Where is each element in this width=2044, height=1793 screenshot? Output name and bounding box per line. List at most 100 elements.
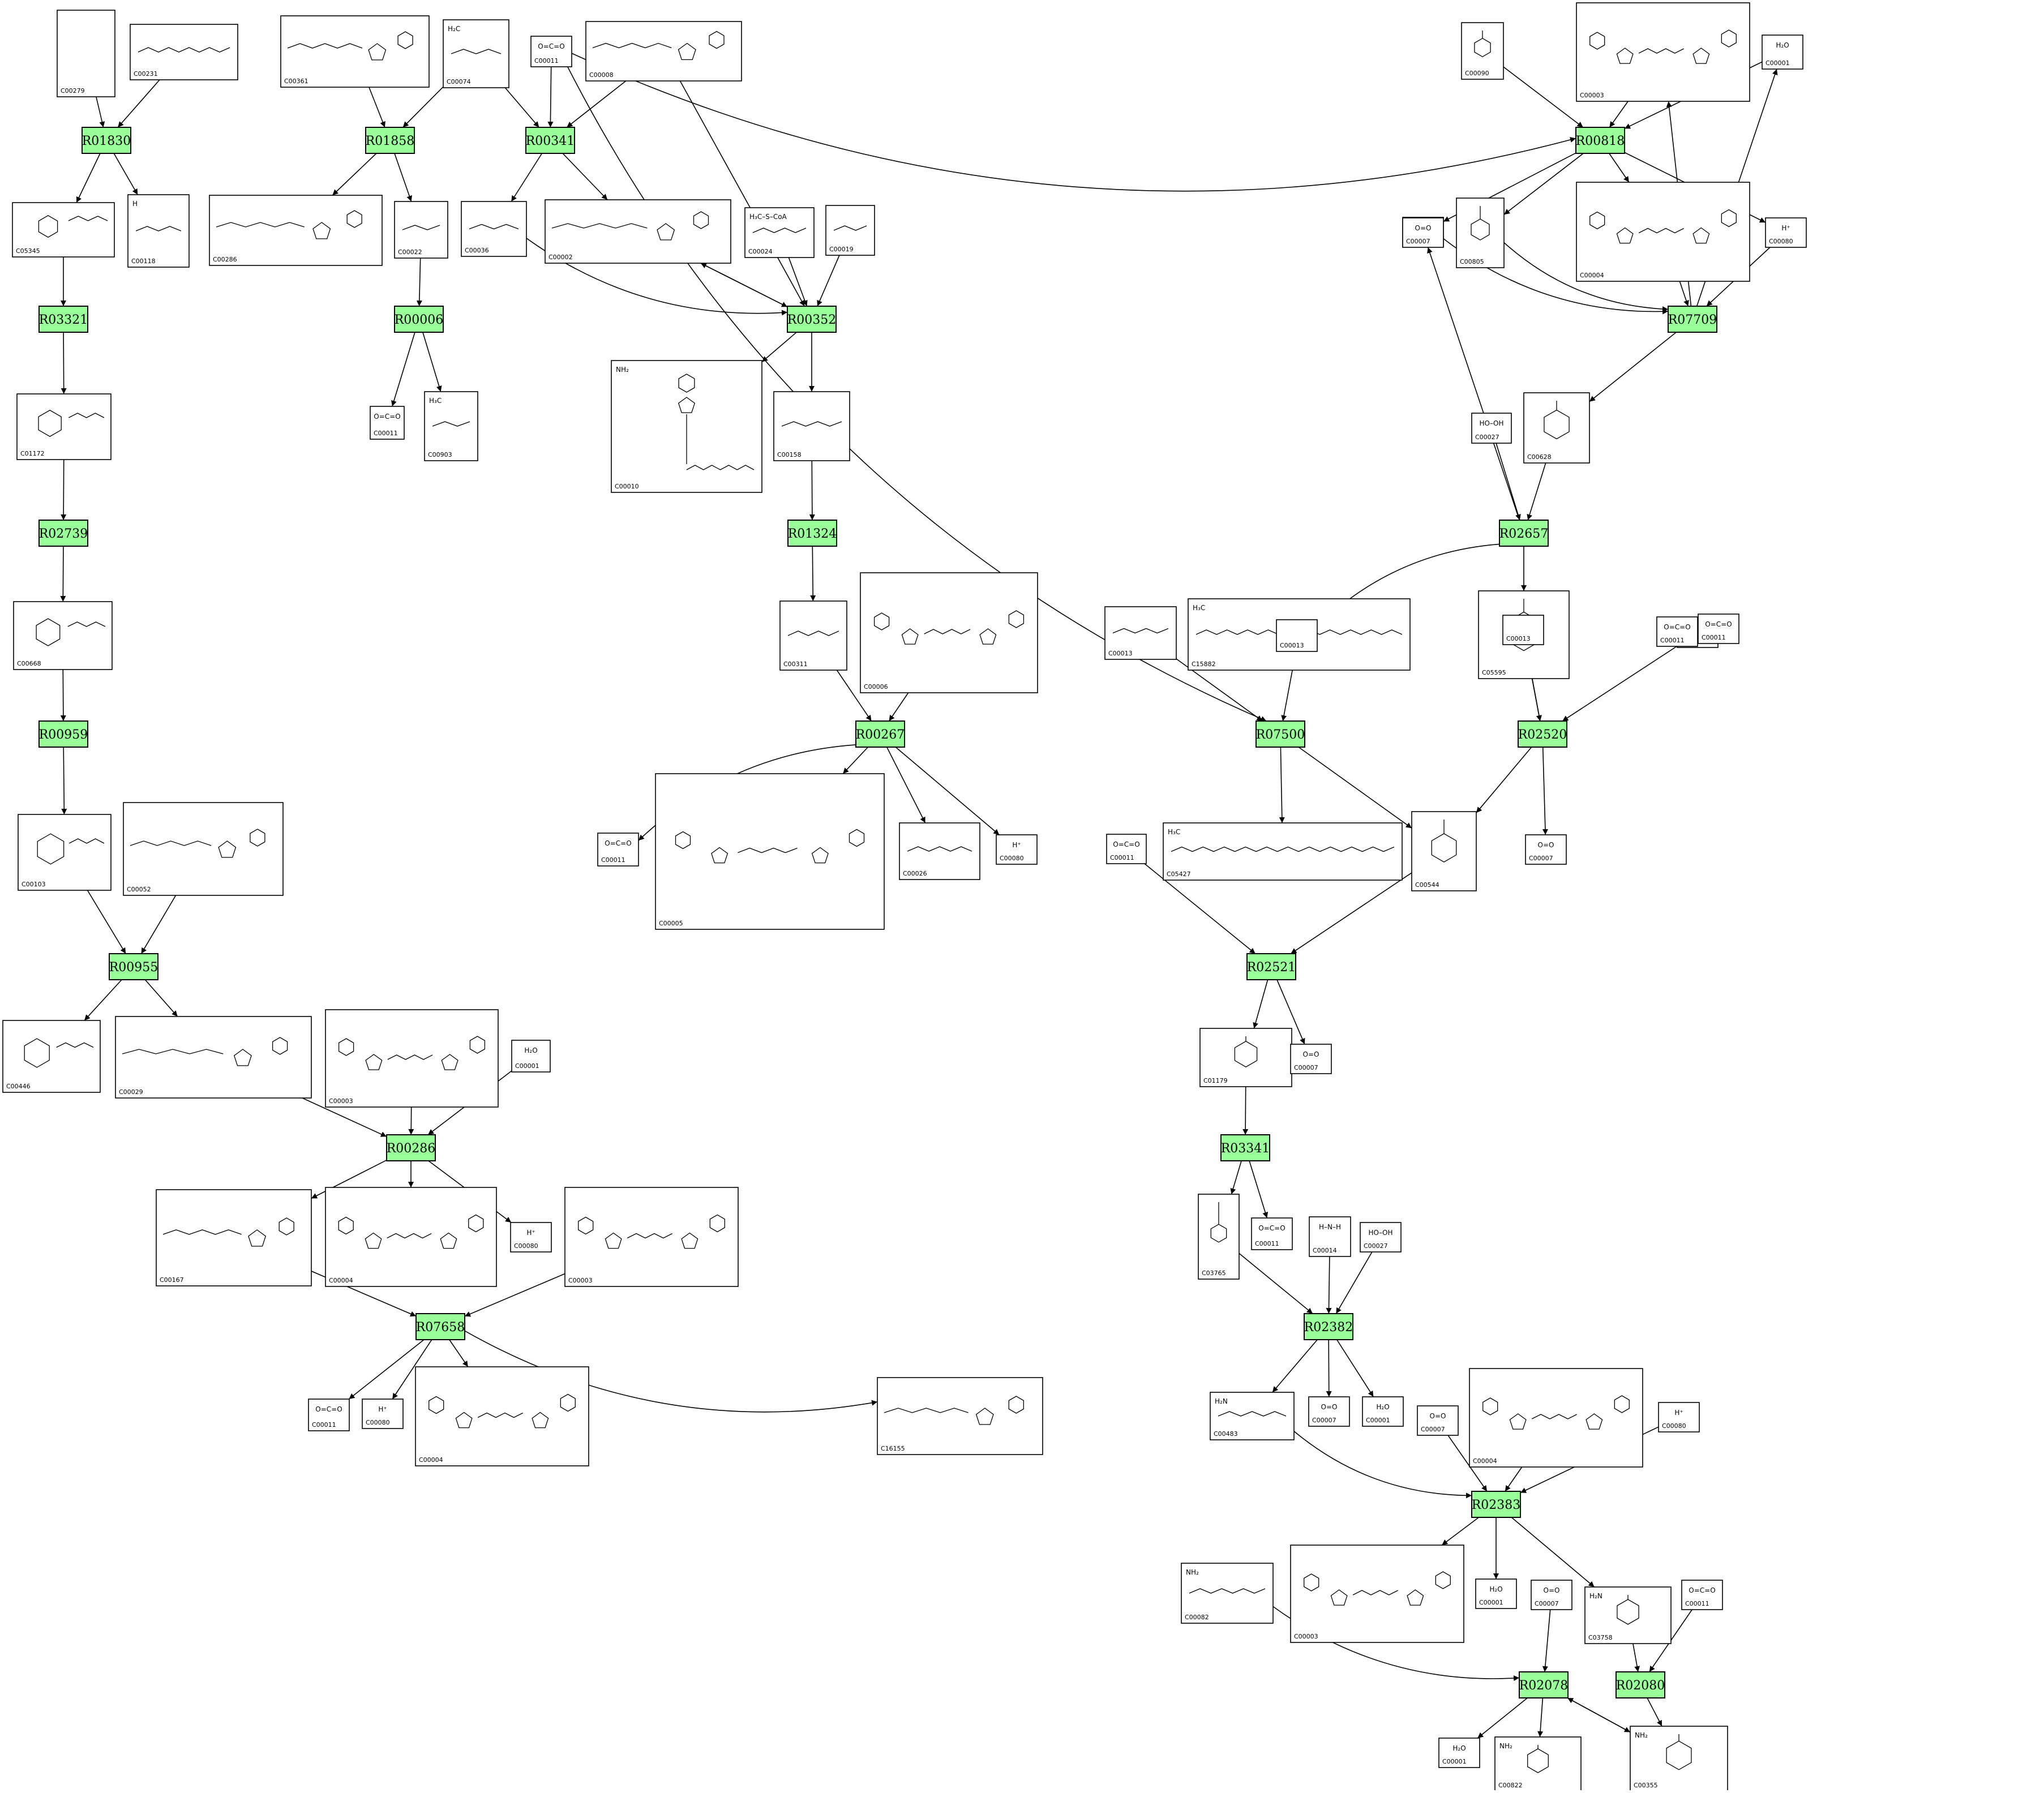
compound-node[interactable]: C00006 — [860, 572, 1038, 693]
compound-node[interactable]: C00805 — [1456, 198, 1505, 268]
reaction-node[interactable]: R00267 — [855, 720, 905, 748]
compound-node[interactable]: C01179 — [1199, 1028, 1292, 1087]
reaction-node[interactable]: R02382 — [1304, 1313, 1353, 1340]
compound-node[interactable]: C00167 — [156, 1189, 312, 1286]
reaction-node[interactable]: R07709 — [1668, 306, 1717, 333]
reaction-node[interactable]: R02383 — [1471, 1491, 1521, 1518]
compound-node[interactable]: C00231 — [130, 24, 238, 80]
reaction-node[interactable]: R02657 — [1499, 520, 1549, 547]
compound-node[interactable]: C00019 — [825, 205, 875, 256]
compound-node[interactable]: H⁺C00080 — [362, 1399, 404, 1429]
compound-node[interactable]: C00013 — [1502, 615, 1544, 645]
compound-node[interactable]: C00286 — [209, 195, 383, 266]
compound-node[interactable]: C00158 — [773, 391, 850, 461]
compound-node[interactable]: C00668 — [13, 601, 113, 670]
compound-node[interactable]: C00103 — [18, 814, 112, 891]
reaction-node[interactable]: R00341 — [525, 127, 575, 154]
compound-node[interactable]: C00013 — [1276, 619, 1318, 652]
compound-node[interactable]: H⁺C00080 — [510, 1222, 552, 1252]
reaction-node[interactable]: R02520 — [1518, 720, 1567, 748]
compound-node[interactable]: H⁺C00080 — [1765, 217, 1807, 248]
compound-node[interactable]: C16155 — [877, 1377, 1043, 1455]
compound-node[interactable]: C00003 — [1290, 1545, 1464, 1643]
reaction-node[interactable]: R02078 — [1519, 1671, 1569, 1698]
compound-node[interactable]: C00003 — [564, 1187, 739, 1287]
reaction-node[interactable]: R00006 — [394, 306, 444, 333]
compound-node[interactable]: C00446 — [2, 1020, 101, 1093]
compound-node[interactable]: C00013 — [1104, 606, 1177, 660]
compound-node[interactable]: C00544 — [1411, 811, 1477, 891]
reaction-node[interactable]: R02739 — [38, 520, 88, 547]
compound-node[interactable]: C00004 — [415, 1366, 589, 1466]
compound-node[interactable]: C00005 — [655, 773, 885, 930]
compound-node[interactable]: C01172 — [16, 393, 112, 460]
compound-node[interactable]: C03765 — [1198, 1194, 1240, 1280]
compound-node[interactable]: C00004 — [325, 1187, 497, 1287]
reaction-node[interactable]: R01324 — [787, 520, 837, 547]
compound-node[interactable]: C00022 — [394, 201, 448, 259]
reaction-node[interactable]: R00959 — [38, 720, 88, 748]
compound-node[interactable]: C00052 — [123, 802, 284, 896]
compound-node[interactable]: C00279 — [57, 10, 115, 97]
reaction-node[interactable]: R00352 — [787, 306, 837, 333]
compound-node[interactable]: C00036 — [461, 201, 527, 257]
compound-node[interactable]: C00003 — [1576, 2, 1750, 102]
reaction-node[interactable]: R07500 — [1255, 720, 1305, 748]
reaction-node[interactable]: R00955 — [109, 953, 158, 980]
compound-node[interactable]: C00628 — [1523, 392, 1590, 464]
compound-node[interactable]: C05345 — [12, 202, 115, 258]
compound-node[interactable]: C00002 — [545, 199, 731, 264]
compound-node[interactable]: C00004 — [1576, 182, 1750, 282]
compound-node[interactable]: C00003 — [325, 1009, 499, 1108]
compound-node[interactable]: C00004 — [1469, 1368, 1643, 1468]
reaction-node[interactable]: R03341 — [1220, 1134, 1270, 1161]
reaction-node[interactable]: R02080 — [1616, 1671, 1665, 1698]
reaction-node[interactable]: R01858 — [365, 127, 415, 154]
reaction-node[interactable]: R01830 — [82, 127, 131, 154]
compound-node[interactable]: C00090 — [1461, 22, 1504, 80]
compound-node[interactable]: C00361 — [280, 15, 430, 88]
compound-node[interactable]: C00026 — [899, 822, 980, 880]
compound-node[interactable]: H⁺C00080 — [996, 834, 1038, 865]
compound-node[interactable]: C00008 — [585, 21, 742, 82]
reaction-node[interactable]: R00818 — [1575, 127, 1625, 154]
compound-node[interactable]: C00029 — [115, 1016, 312, 1099]
reaction-node[interactable]: R07658 — [415, 1313, 465, 1340]
reaction-node[interactable]: R02521 — [1246, 953, 1296, 980]
compound-node[interactable]: H⁺C00080 — [1658, 1402, 1700, 1432]
reaction-node[interactable]: R00286 — [386, 1134, 436, 1161]
compound-node[interactable]: C00311 — [779, 600, 847, 671]
